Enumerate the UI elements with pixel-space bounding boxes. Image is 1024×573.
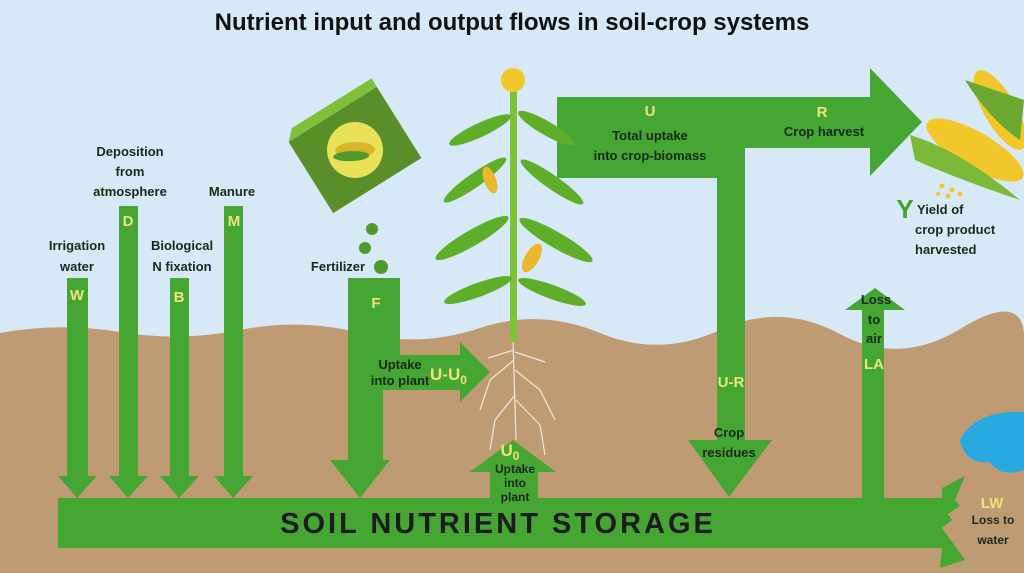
- residues-label: Crop: [714, 425, 744, 440]
- deposition-label-3: atmosphere: [93, 184, 167, 199]
- plant-uptake-label: Uptake: [378, 357, 421, 372]
- soil-uptake-label: Uptake: [495, 462, 535, 476]
- flow-arrows: [58, 68, 965, 568]
- deposition-label-2: from: [116, 164, 145, 179]
- soil-uptake-symbol: U0: [501, 441, 520, 463]
- plant-uptake-symbol: U-U0: [430, 365, 467, 387]
- irrigation-label-2: water: [59, 259, 94, 274]
- yield-symbol: Y: [896, 194, 913, 224]
- total-uptake-label-2: into crop-biomass: [594, 148, 707, 163]
- loss-air-symbol: LA: [864, 356, 884, 373]
- deposition-symbol: D: [123, 213, 134, 230]
- total-uptake-label: Total uptake: [612, 128, 688, 143]
- storage-bar: [58, 476, 965, 568]
- loss-air-label-2: to: [868, 312, 880, 327]
- fertilizer-arrow: [330, 278, 490, 498]
- harvested-corn-icon: [910, 70, 1024, 200]
- manure-arrow: [214, 206, 253, 498]
- fixation-label: Biological: [151, 238, 213, 253]
- yield-label-2: crop product: [915, 222, 996, 237]
- harvest-symbol: R: [817, 104, 828, 121]
- loss-air-arrow: [845, 288, 905, 498]
- harvest-label: Crop harvest: [784, 124, 865, 139]
- residues-label-2: residues: [702, 445, 755, 460]
- irrigation-label: Irrigation: [49, 238, 105, 253]
- plant-uptake-label-2: into plant: [371, 373, 430, 388]
- soil-storage-label: SOIL NUTRIENT STORAGE: [280, 508, 716, 540]
- corn-plant-icon: [435, 68, 593, 456]
- deposition-arrow: [109, 206, 148, 498]
- diagram-title: Nutrient input and output flows in soil-…: [215, 9, 810, 36]
- manure-label: Manure: [209, 184, 255, 199]
- loss-air-label: Loss: [861, 292, 891, 307]
- loss-water-symbol: LW: [981, 495, 1004, 512]
- fertilizer-bag-icon: [288, 78, 422, 214]
- residues-symbol: U-R: [718, 374, 745, 391]
- water-pond: [960, 411, 1024, 473]
- soil-uptake-arrow: [470, 440, 556, 498]
- fixation-arrow: [160, 278, 199, 498]
- total-uptake-arrow: [557, 68, 922, 497]
- manure-symbol: M: [228, 213, 241, 230]
- deposition-label: Deposition: [96, 144, 163, 159]
- irrigation-arrow: [58, 278, 97, 498]
- total-uptake-symbol: U: [645, 103, 656, 120]
- fixation-symbol: B: [174, 289, 185, 306]
- loss-water-label-2: water: [976, 533, 1009, 547]
- soil-uptake-label-2: into: [504, 476, 526, 490]
- loss-water-label: Loss to: [972, 513, 1015, 527]
- yield-label: Yield of: [917, 202, 964, 217]
- fertilizer-pellets-icon: [359, 223, 388, 274]
- loss-air-label-3: air: [866, 331, 882, 346]
- fertilizer-label: Fertilizer: [311, 259, 365, 274]
- irrigation-symbol: W: [70, 287, 85, 304]
- soil-uptake-label-3: plant: [501, 490, 530, 504]
- fertilizer-symbol: F: [371, 295, 380, 312]
- fixation-label-2: N fixation: [152, 259, 211, 274]
- yield-label-3: harvested: [915, 242, 976, 257]
